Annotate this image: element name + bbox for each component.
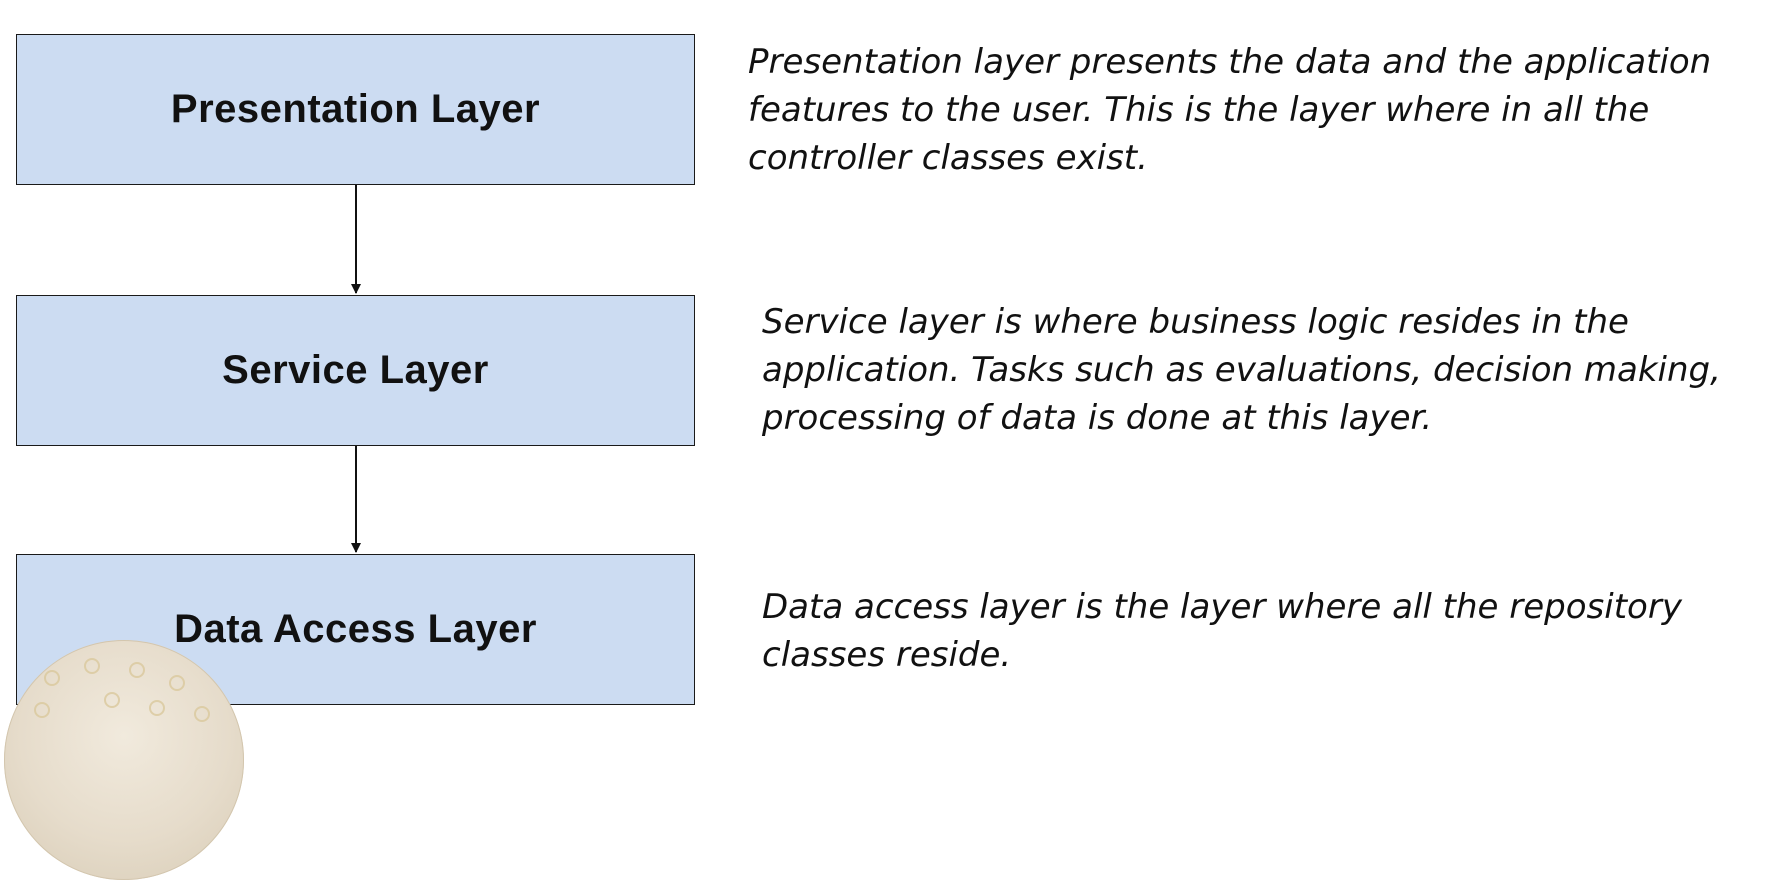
presentation-layer-description: Presentation layer presents the data and… [748, 42, 1712, 178]
service-layer-label: Service Layer [222, 348, 489, 392]
presentation-layer-label: Presentation Layer [170, 87, 541, 131]
service-layer-description: Service layer is where business logic re… [762, 302, 1721, 438]
data-access-layer-label: Data Access Layer [174, 607, 537, 651]
webcam-overlay-avatar [4, 640, 244, 880]
data-access-layer-description: Data access layer is the layer where all… [762, 587, 1682, 675]
service-layer-box: Service Layer [16, 295, 695, 446]
data-access-layer-box: Data Access Layer [16, 554, 695, 705]
presentation-layer-box: Presentation Layer [16, 34, 695, 185]
